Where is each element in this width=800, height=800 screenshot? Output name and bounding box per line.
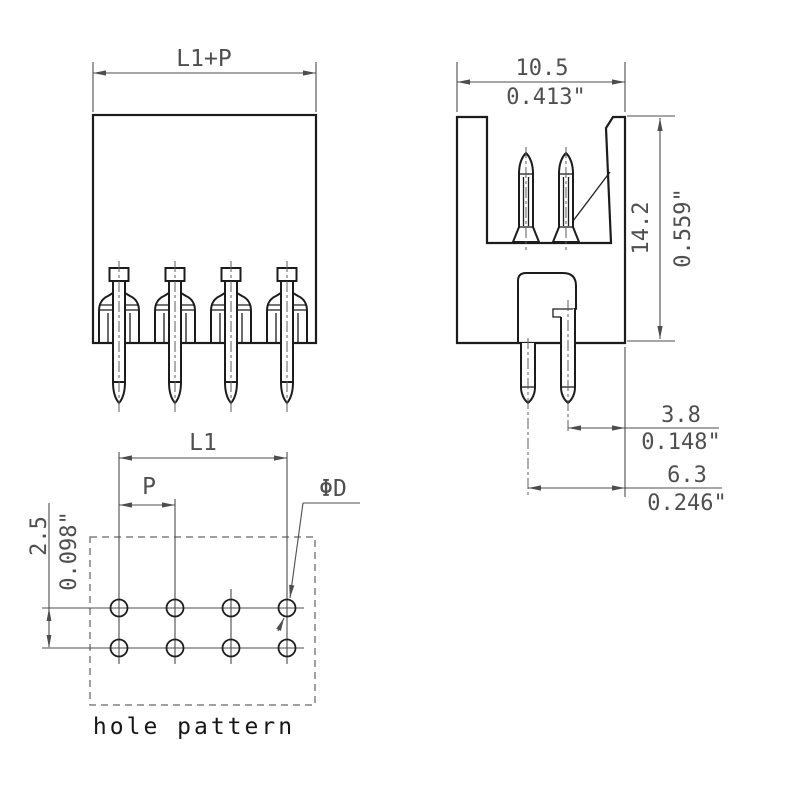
- side-view: 10.5 0.413" 14.2 0.559" 3.8 0.148" 6.3 0…: [455, 56, 727, 516]
- dim-outer-pin-edge-in: 0.246": [647, 491, 726, 516]
- dim-row-pitch-in: 0.098": [57, 511, 82, 590]
- dim-side-width-mm: 10.5: [516, 56, 569, 81]
- side-chamfer-line: [572, 171, 611, 222]
- side-height-dimension: 14.2 0.559": [627, 115, 696, 342]
- hole: [277, 598, 297, 618]
- hole: [165, 638, 185, 658]
- hole-diameter-callout: ΦD: [276, 476, 360, 632]
- side-inner-cavity: [517, 272, 577, 343]
- dim-side-width-in: 0.413": [506, 85, 585, 110]
- row-pitch-dimension: 2.5 0.098": [27, 503, 82, 648]
- dim-pin-edge-mm: 3.8: [661, 403, 701, 428]
- dim-hole-length-label: L1: [189, 430, 217, 456]
- dim-side-height-in: 0.559": [671, 188, 696, 267]
- side-pin-up-2: [552, 146, 580, 251]
- side-body-outline: [455, 115, 627, 345]
- dim-outer-pin-edge-mm: 6.3: [667, 463, 707, 488]
- hole: [221, 638, 241, 658]
- side-cavity-step: [552, 308, 576, 318]
- hole-pattern-view: L1 P 2.5 0.098" ΦD hole pattern: [27, 430, 360, 740]
- hole: [109, 638, 129, 658]
- hole: [109, 598, 129, 618]
- dim-front-width-label: L1+P: [176, 46, 231, 72]
- side-pin-up-1: [512, 146, 540, 251]
- hole: [165, 598, 185, 618]
- hole-pitch-dimension: P: [119, 474, 175, 508]
- front-view: L1+P: [91, 46, 318, 413]
- side-width-dimension: 10.5 0.413": [456, 56, 626, 112]
- dim-pin-edge-in: 0.148": [641, 430, 720, 455]
- pin-offset-dimensions: 3.8 0.148" 6.3 0.246": [528, 347, 727, 516]
- holes: [109, 598, 297, 658]
- dim-hole-diameter-label: ΦD: [319, 476, 347, 502]
- hole-pattern-caption: hole pattern: [93, 714, 295, 740]
- dim-side-height-mm: 14.2: [629, 202, 654, 255]
- front-width-dimension: L1+P: [92, 46, 317, 112]
- hole: [221, 598, 241, 618]
- hole-length-dimension: L1: [119, 430, 287, 461]
- dim-hole-pitch-label: P: [142, 474, 156, 500]
- dim-row-pitch-mm: 2.5: [27, 516, 52, 556]
- hole-pattern-boundary: [89, 536, 316, 706]
- hole: [277, 638, 297, 658]
